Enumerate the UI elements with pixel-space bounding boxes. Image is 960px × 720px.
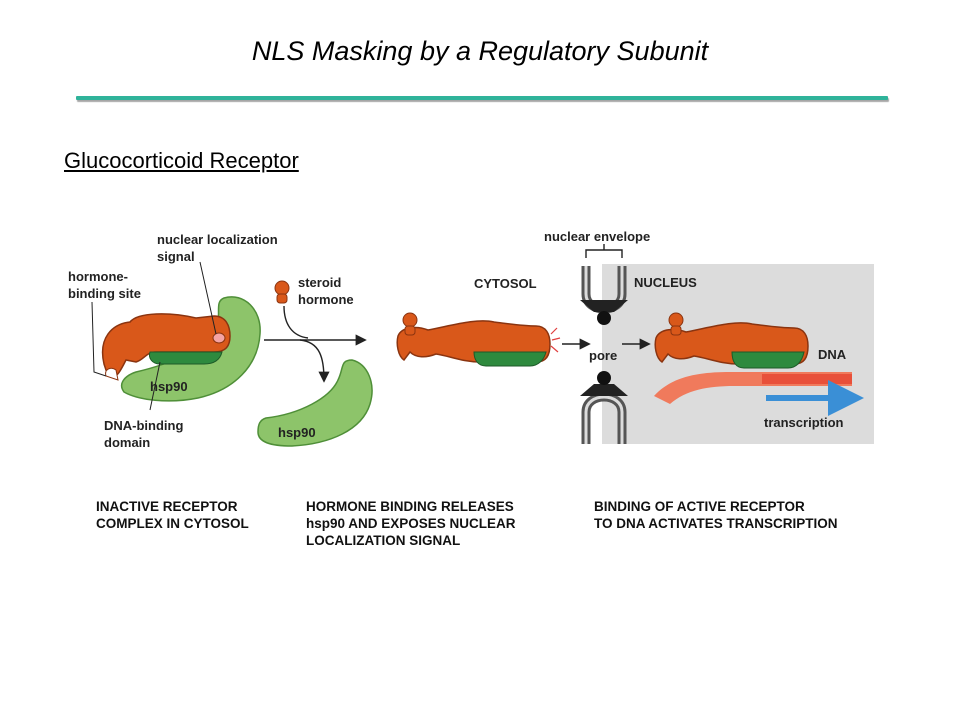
slide-subtitle: Glucocorticoid Receptor bbox=[64, 148, 299, 173]
envelope-lower-inner bbox=[584, 395, 624, 444]
pore-complex-upper bbox=[580, 300, 628, 312]
receptor-on-dna bbox=[654, 312, 864, 416]
caption-step1-line2: COMPLEX IN CYTOSOL bbox=[96, 516, 249, 531]
label-hormone-site-line2: binding site bbox=[68, 286, 141, 301]
hsp90-release-arrow bbox=[299, 339, 330, 383]
dna-strand-highlight bbox=[762, 374, 852, 384]
steroid-hormone-icon bbox=[274, 280, 290, 304]
label-pore: pore bbox=[589, 348, 617, 363]
caption-step2-line3: LOCALIZATION SIGNAL bbox=[306, 533, 460, 548]
active-dna-binding-domain bbox=[473, 351, 547, 367]
slide-title: NLS Masking by a Regulatory Subunit bbox=[251, 36, 709, 66]
label-steroid-line2: hormone bbox=[298, 292, 354, 307]
label-transcription: transcription bbox=[764, 415, 844, 430]
label-cytosol: CYTOSOL bbox=[474, 276, 537, 291]
caption-step3-line2: TO DNA ACTIVATES TRANSCRIPTION bbox=[594, 516, 838, 531]
label-nls-line1: nuclear localization bbox=[157, 232, 278, 247]
nuclear-envelope bbox=[562, 244, 651, 444]
label-nls-line2: signal bbox=[157, 249, 195, 264]
hsp90-released bbox=[257, 359, 373, 447]
nuclear-dna-binding-domain bbox=[731, 351, 805, 369]
nls-leader bbox=[199, 261, 217, 335]
hormone-binding-step bbox=[257, 280, 373, 447]
hormone-entry-arrow bbox=[283, 305, 309, 339]
caption-step2-line2: hsp90 AND EXPOSES NUCLEAR bbox=[306, 516, 516, 531]
inactive-complex bbox=[91, 261, 261, 411]
label-steroid-line1: steroid bbox=[298, 275, 341, 290]
caption-step2-line1: HORMONE BINDING RELEASES bbox=[306, 499, 514, 514]
nuclear-bound-hormone-stem bbox=[670, 325, 682, 336]
hormone-binding-pocket bbox=[105, 367, 119, 381]
label-dna-binding-line1: DNA-binding bbox=[104, 418, 183, 433]
pore-complex-lower bbox=[580, 384, 628, 396]
hormone-site-leader bbox=[91, 301, 107, 377]
label-dna: DNA bbox=[818, 347, 847, 362]
caption-step3-line1: BINDING OF ACTIVE RECEPTOR bbox=[594, 499, 805, 514]
dna-binding-leader bbox=[149, 361, 161, 411]
exposed-nls-glow bbox=[550, 327, 561, 353]
label-hormone-site-line1: hormone- bbox=[68, 269, 128, 284]
active-receptor-cytosol bbox=[396, 312, 561, 367]
caption-step1-line1: INACTIVE RECEPTOR bbox=[96, 499, 238, 514]
label-nuclear-envelope: nuclear envelope bbox=[544, 229, 650, 244]
pore-knob-upper bbox=[597, 311, 611, 325]
nls-site bbox=[212, 332, 226, 344]
bound-hormone-stem bbox=[404, 325, 416, 336]
bound-hormone bbox=[402, 312, 418, 328]
nuclear-bound-hormone bbox=[668, 312, 684, 328]
label-hsp90-bound: hsp90 bbox=[150, 379, 188, 394]
label-nucleus: NUCLEUS bbox=[634, 275, 697, 290]
title-divider bbox=[76, 96, 888, 100]
dna-binding-domain bbox=[149, 351, 223, 365]
label-dna-binding-line2: domain bbox=[104, 435, 150, 450]
pore-knob-lower bbox=[597, 371, 611, 385]
label-hsp90-released: hsp90 bbox=[278, 425, 316, 440]
receptor-body bbox=[101, 313, 231, 378]
envelope-bracket bbox=[585, 249, 623, 258]
